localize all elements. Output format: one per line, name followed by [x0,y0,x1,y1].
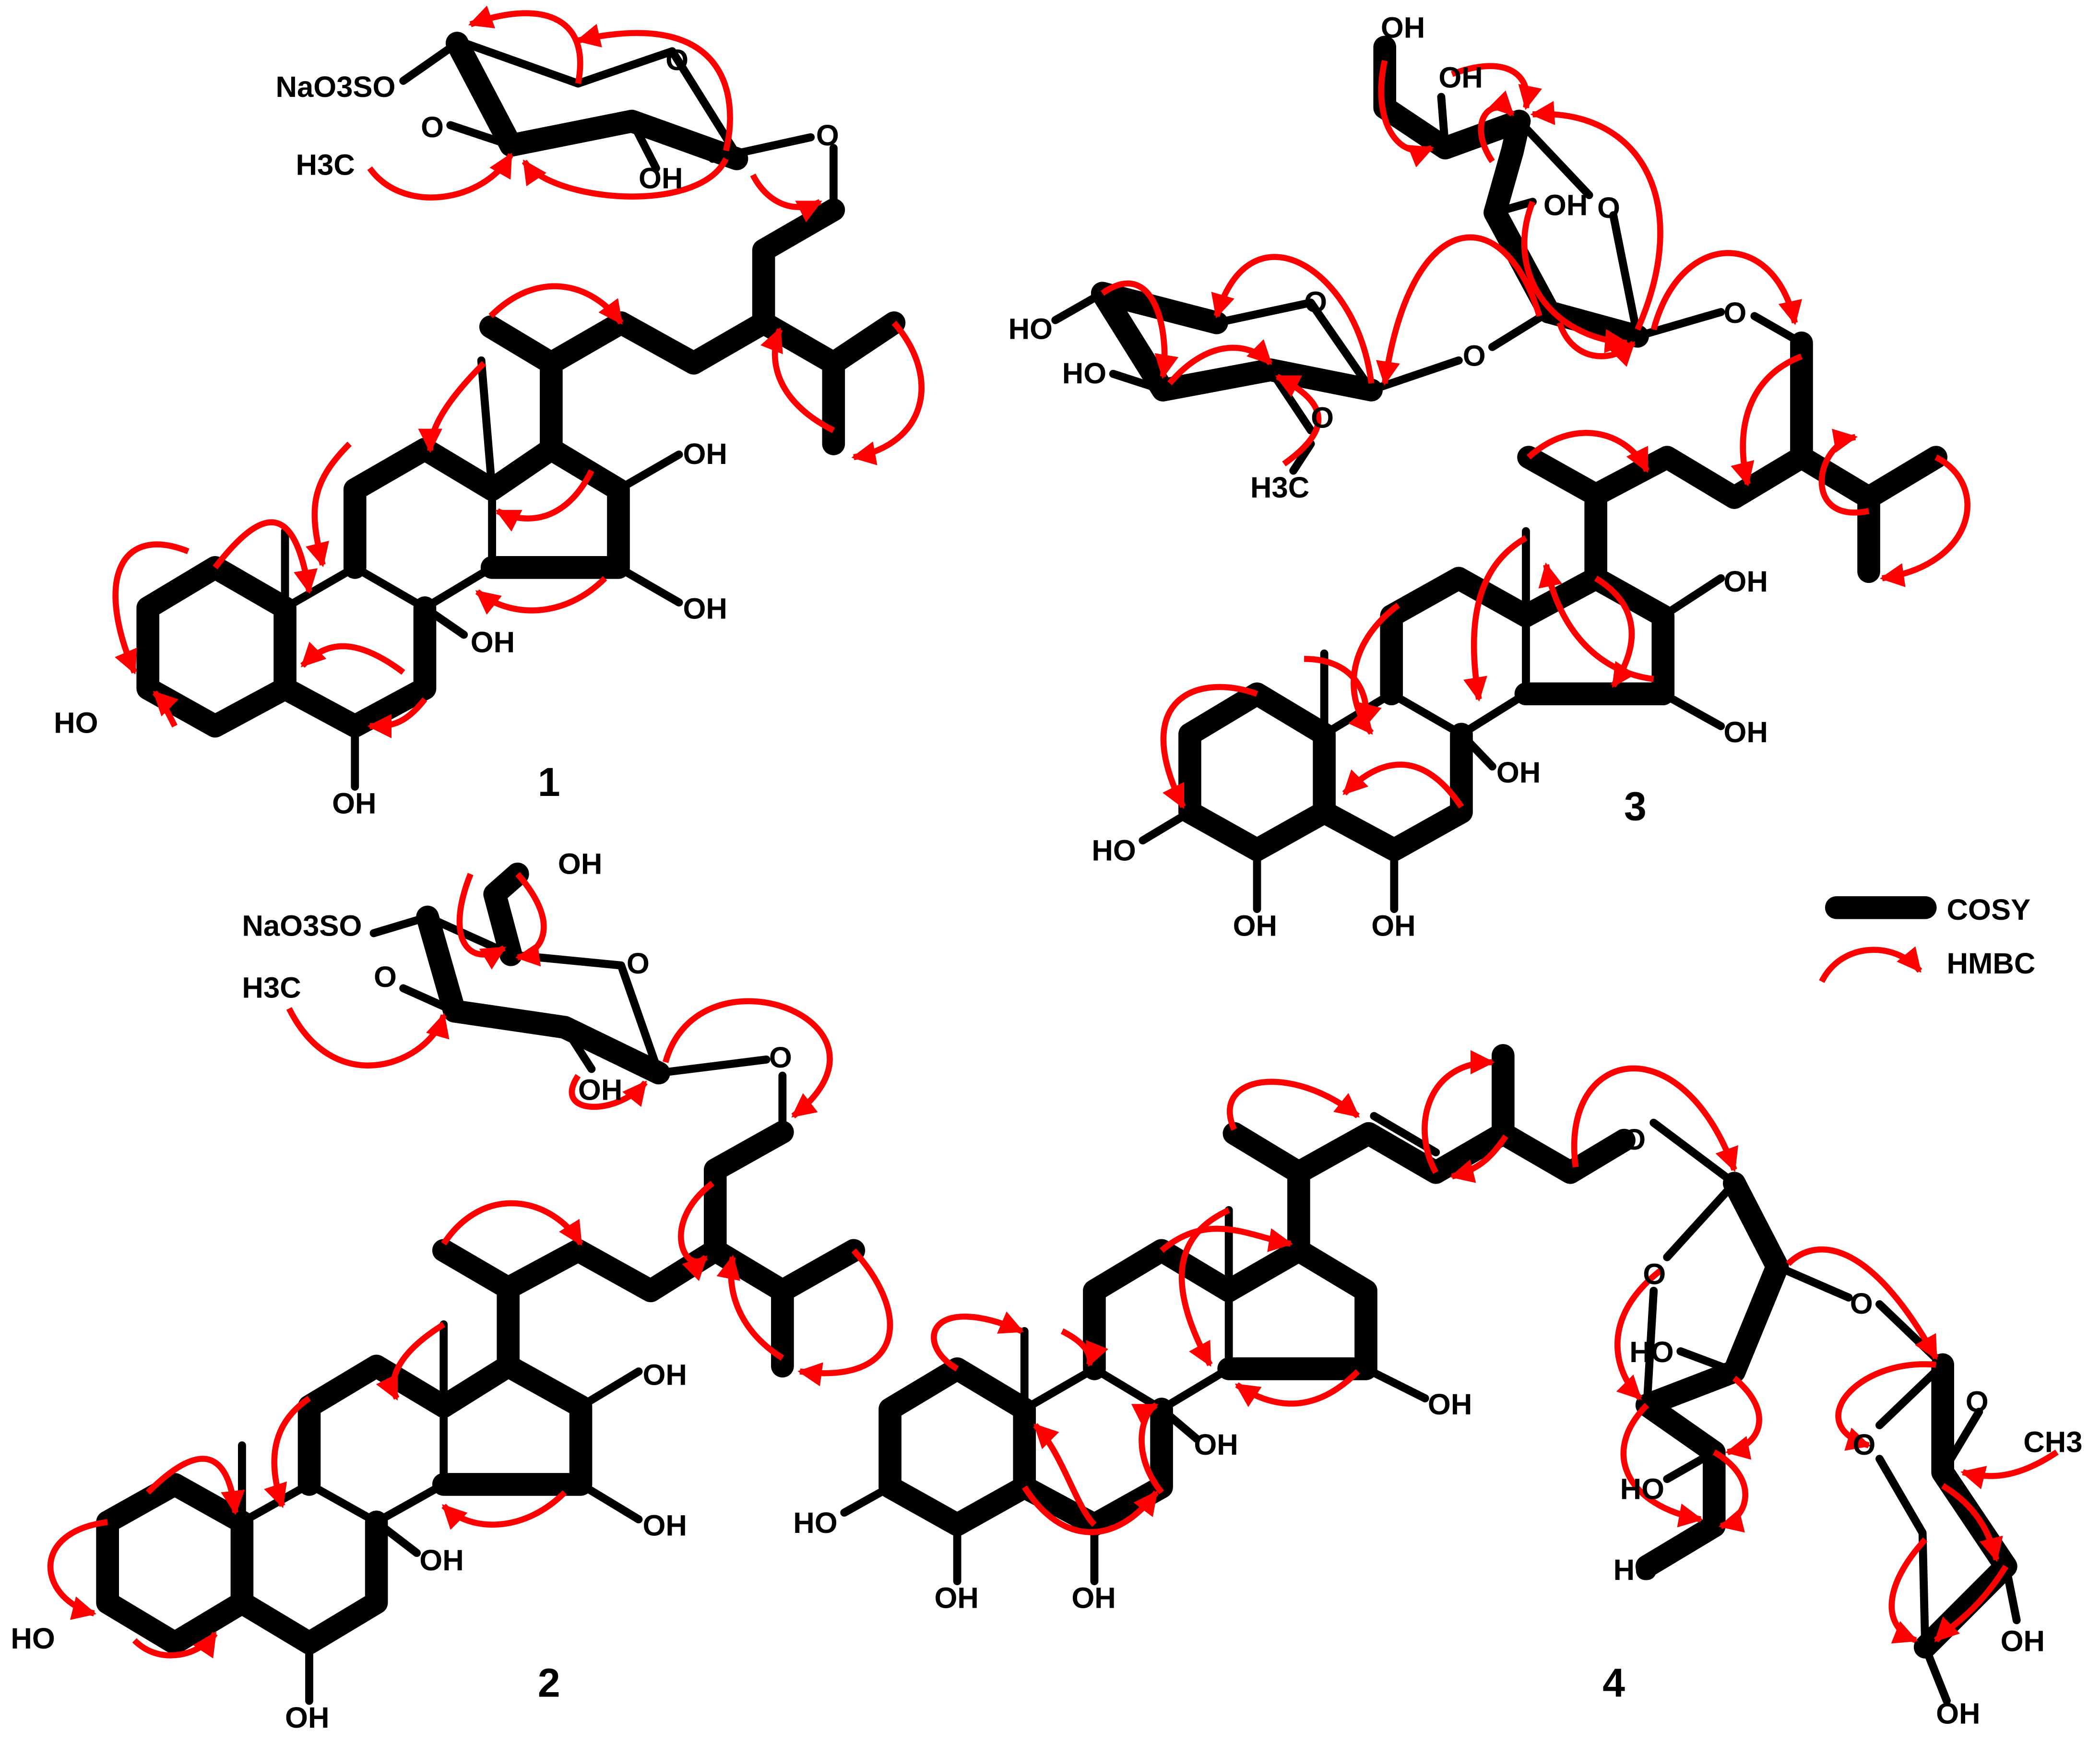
legend: COSY HMBC [1819,893,2036,983]
legend-hmbc-arrow [1819,946,1922,983]
c1-ring-o: O [665,44,688,77]
c4-glyco-o: O [1850,1287,1873,1320]
c2-sulfate-label: NaO3SO [242,910,362,943]
c4-ring-o-pyr: O [1852,1428,1875,1461]
c2-c3-ho: HO [11,1622,55,1655]
c3-ring-o-pyr: O [1304,285,1327,319]
c1-methoxy-o: O [421,111,444,144]
legend-hmbc-label: HMBC [1947,947,2036,980]
c4-ho-b: HO [1620,1473,1664,1506]
c3-ring-o-fur: O [1597,191,1620,225]
c3-link-o: O [1723,297,1746,330]
compound-3: OH OH OH O HO HO O O O H3C O OH OH OH HO… [1008,12,1970,943]
compound-3-number: 3 [1624,784,1647,829]
compound-3-bonds [1051,36,1947,913]
compound-1-hmbc [112,5,925,738]
c3-c3-ho: HO [1092,834,1136,867]
c3-ho-b: HO [1062,357,1106,390]
compound-4-number: 4 [1602,1661,1625,1706]
c4-c4-oh: OH [935,1582,979,1615]
compound-3-labels: OH OH OH O HO HO O O O H3C O OH OH OH HO… [1008,12,1768,943]
compound-1-labels: NaO3SO H3C O O O OH OH OH OH HO OH 1 [54,44,839,820]
c4-link-o: O [1623,1123,1646,1156]
c4-c8-oh: OH [1194,1428,1238,1461]
compound-1: NaO3SO H3C O O O OH OH OH OH HO OH 1 [54,5,925,820]
c1-link-o: O [816,119,839,152]
c4-ring-o-fur: O [1643,1258,1666,1291]
c4-methoxy-o: O [1966,1386,1989,1419]
c4-c6-oh: OH [1071,1582,1115,1615]
c3-c15-oh: OH [1723,565,1768,598]
c4-ho-a: HO [1629,1336,1673,1369]
c2-c15-oh: OH [642,1359,687,1392]
c2-c16-oh: OH [642,1509,687,1542]
c3-oh-c: OH [1543,189,1588,222]
compound-1-bonds [136,32,906,791]
compound-4: O O O HO HO HO O O CH3 OH OH OH OH HO OH… [793,1044,2083,1731]
c2-methyl-label: H3C [242,972,301,1005]
compound-1-number: 1 [538,759,560,805]
c3-c4-oh: OH [1233,910,1277,943]
c4-ho-c: HO [1614,1554,1658,1587]
c1-c15-oh: OH [683,438,727,471]
c4-c15-oh: OH [1428,1388,1472,1421]
legend-cosy-label: COSY [1947,893,2031,926]
c4-c3-ho: HO [793,1507,837,1540]
c4-methyl-label: CH3 [2023,1426,2082,1459]
c3-c6-oh: OH [1371,910,1415,943]
c3-c8-oh: OH [1496,756,1541,789]
compound-2: NaO3SO H3C OH O O O OH OH OH OH HO OH 2 [11,848,893,1734]
c2-ch2oh: OH [558,848,602,881]
c1-methyl-label: H3C [296,149,355,182]
c2-c6-oh: OH [285,1701,329,1734]
compound-2-labels: NaO3SO H3C OH O O O OH OH OH OH HO OH 2 [11,848,792,1734]
compound-4-hmbc [931,1050,2059,1644]
c2-methoxy-o: O [374,961,397,994]
c3-ho-a: HO [1008,312,1053,345]
compound-3-hmbc [1101,60,1970,809]
c2-c8-oh: OH [419,1544,463,1577]
c1-c6-oh: OH [332,787,376,820]
c1-c8-oh: OH [471,626,515,659]
c2-link-o: O [769,1041,792,1074]
c3-methyl-label: H3C [1250,471,1309,504]
c1-sulfate-label: NaO3SO [275,71,395,104]
compound-2-hmbc [47,872,893,1659]
compound-4-labels: O O O HO HO HO O O CH3 OH OH OH OH HO OH… [793,1123,2082,1731]
c1-sugar-oh: OH [639,162,683,195]
compound-2-bonds [96,862,866,1705]
c3-glyco-o: O [1463,339,1486,372]
compound-2-number: 2 [538,1661,560,1706]
c3-c16-oh: OH [1723,716,1768,749]
c2-ring-o: O [627,947,650,980]
c3-oh-a: OH [1381,12,1425,45]
c4-oh-a: OH [2001,1625,2045,1658]
c1-c16-oh: OH [683,592,727,625]
compound-4-bonds [840,1044,2021,1705]
c4-oh-b: OH [1936,1697,1980,1731]
c1-c3-ho: HO [54,706,98,739]
c3-methoxy-o: O [1311,401,1334,434]
c3-oh-b: OH [1438,61,1483,94]
c2-sugar-oh: OH [578,1073,622,1106]
